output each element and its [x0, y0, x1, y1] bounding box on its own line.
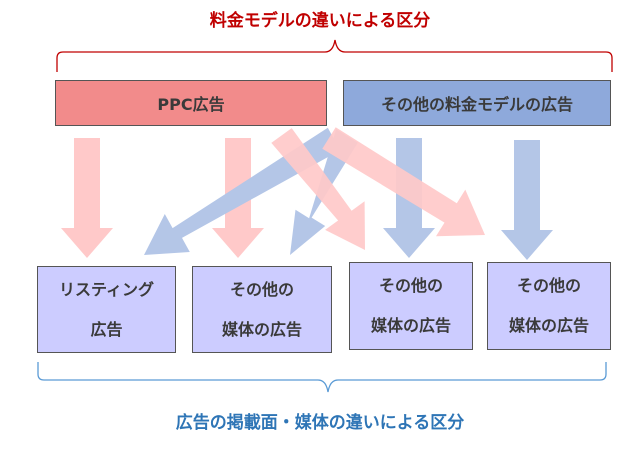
arrow-ppc-to-listing [61, 138, 113, 258]
top-title: 料金モデルの違いによる区分 [209, 11, 431, 31]
media-box-line1: その他の [378, 276, 443, 295]
media-box-line2: 媒体の広告 [508, 316, 589, 335]
other-pricing-ad-box: その他の料金モデルの広告 [343, 80, 611, 126]
bottom-brace [37, 362, 607, 393]
media-box-listing: リスティング 広告 [37, 266, 176, 353]
media-box-other-2: その他の 媒体の広告 [349, 262, 473, 350]
media-box-other-1: その他の 媒体の広告 [192, 266, 332, 353]
bottom-title: 広告の掲載面・媒体の違いによる区分 [175, 413, 465, 433]
media-box-line2: 媒体の広告 [370, 316, 451, 335]
ppc-ad-box: PPC広告 [55, 80, 327, 126]
media-box-line2: 媒体の広告 [221, 319, 302, 339]
arrow-other-to-media-3 [501, 140, 553, 260]
media-box-line1: その他の [229, 279, 294, 299]
media-box-line1: その他の [516, 276, 581, 295]
media-box-line1: リスティング [58, 279, 155, 299]
arrow-ppc-diagonal-to-media-3 [322, 127, 485, 237]
arrow-ppc-diagonal-to-media-2 [271, 128, 365, 250]
top-brace [56, 39, 613, 72]
media-box-line2: 広告 [90, 319, 123, 339]
media-box-other-3: その他の 媒体の広告 [487, 262, 611, 350]
